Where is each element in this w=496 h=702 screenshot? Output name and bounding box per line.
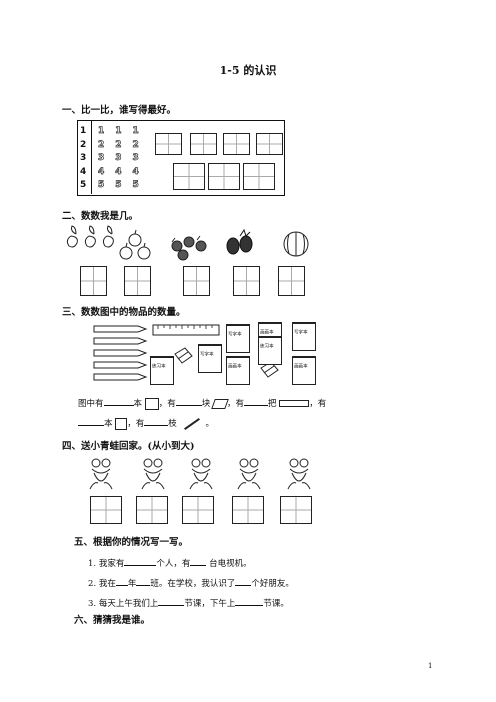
blank-notebooks-2[interactable]: [78, 416, 104, 426]
apple-icon: [119, 229, 151, 260]
outline-digit-rows: 111 222 333 444 555: [98, 126, 150, 191]
notebook-icon: [115, 417, 128, 430]
question-1: 1. 我家有个人，有 台电视机。: [88, 556, 252, 569]
page-number: 1: [428, 662, 433, 670]
pear-icon: [66, 225, 114, 248]
answer-box[interactable]: [90, 496, 122, 524]
frog-icon: [189, 458, 213, 490]
pencil-icon: [184, 417, 201, 430]
answer-box[interactable]: [183, 266, 210, 296]
eraser-icon: [174, 347, 193, 364]
writing-box[interactable]: [173, 163, 205, 190]
notebook-icon: 写字本: [292, 322, 316, 351]
practice-frame: 1 2 3 4 5 111 222 333 444 555: [77, 120, 285, 196]
notebook-icon: 练习本: [258, 336, 282, 365]
section-6-heading: 六、猜猜我是谁。: [74, 615, 151, 626]
notebook-icon: 练习本: [150, 356, 174, 385]
fruit-illustrations: [66, 225, 309, 261]
question-3: 3. 每天上午我们上节课，下午上节课。: [88, 596, 289, 609]
section-1-heading: 一、比一比，谁写得最好。: [62, 105, 177, 116]
answer-box[interactable]: [136, 496, 168, 524]
frog-illustrations: [89, 458, 311, 490]
writing-box[interactable]: [190, 133, 217, 155]
writing-box[interactable]: [223, 133, 250, 155]
ruler-icon: [279, 400, 310, 407]
answer-box[interactable]: [124, 266, 151, 296]
section-5-heading: 五、根据你的情况写一写。: [74, 537, 189, 548]
blank-friends[interactable]: [235, 576, 252, 586]
notebook-icon: 写字本: [226, 324, 250, 353]
pencil-icon: [93, 325, 148, 381]
section-4-heading: 四、送小青蛙回家。(从小到大): [62, 441, 195, 452]
count-sentence-line-2: 本 ，有枝 。: [78, 416, 214, 430]
pomegranate-icon: [171, 235, 207, 261]
frog-icon: [141, 458, 165, 490]
section-2-heading: 二、数数我是几。: [62, 211, 139, 222]
section-3-heading: 三、数数图中的物品的数量。: [62, 307, 186, 318]
blank-grade[interactable]: [115, 576, 128, 586]
watermelon-icon: [283, 231, 309, 257]
count-sentence-line-1: 图中有本 ，有块 ，有把 ，有: [78, 396, 326, 410]
writing-box[interactable]: [256, 133, 283, 155]
answer-box[interactable]: [233, 266, 260, 296]
blank-afternoon-lessons[interactable]: [235, 596, 264, 606]
notebook-icon: 写字本: [198, 344, 222, 373]
ruler-icon: [152, 324, 220, 336]
question-2: 2. 我在年班。在学校，我认识了个好朋友。: [88, 576, 294, 589]
writing-box[interactable]: [243, 163, 275, 190]
digit-2: 2: [80, 139, 87, 150]
answer-box[interactable]: [278, 266, 305, 296]
notebook-icon: [144, 397, 159, 410]
writing-box[interactable]: [208, 163, 240, 190]
blank-notebooks[interactable]: [103, 396, 134, 406]
blank-class[interactable]: [136, 576, 151, 586]
digit-3: 3: [80, 153, 87, 163]
answer-box[interactable]: [232, 496, 264, 524]
answer-box[interactable]: [182, 496, 214, 524]
notebook-icon: 画画本: [292, 356, 316, 385]
digit-column: 1 2 3 4 5: [80, 125, 86, 193]
frog-icon: [89, 458, 113, 490]
blank-rulers[interactable]: [243, 396, 268, 406]
writing-box[interactable]: [155, 133, 182, 155]
blank-family-members[interactable]: [124, 556, 157, 566]
blank-erasers[interactable]: [175, 396, 202, 406]
digit-5: 5: [80, 180, 87, 190]
answer-box[interactable]: [80, 266, 107, 296]
pineapple-icon: [226, 228, 253, 255]
eraser-icon: [260, 361, 279, 378]
notebook-icon: 画画本: [226, 356, 250, 385]
page-title: 1-5 的认识: [219, 64, 277, 77]
digit-1: 1: [80, 126, 87, 136]
blank-pencils[interactable]: [144, 416, 169, 426]
digit-4: 4: [80, 166, 87, 177]
frog-icon: [237, 458, 261, 490]
blank-tv-count[interactable]: [190, 556, 207, 566]
frog-icon: [287, 458, 311, 490]
blank-morning-lessons[interactable]: [158, 596, 185, 606]
answer-box[interactable]: [280, 496, 312, 524]
